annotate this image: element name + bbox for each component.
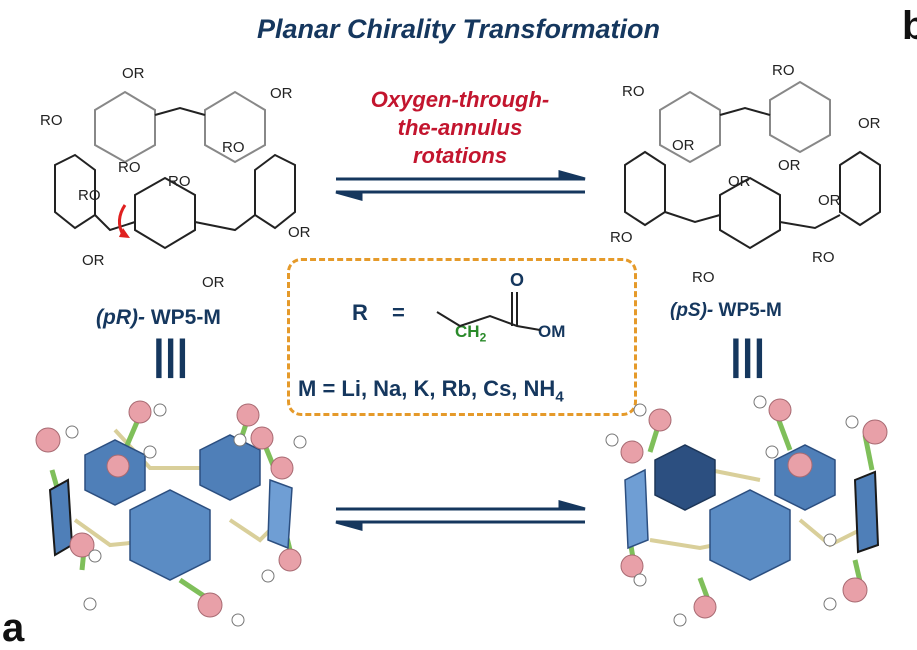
substituent-definition-box	[287, 258, 637, 416]
substituent-skeleton	[436, 292, 541, 331]
isomer-name-left: WP5-M	[150, 306, 221, 329]
process-label-line-2: the-annulus	[397, 115, 523, 140]
svg-text:OR: OR	[672, 137, 695, 154]
process-label-line-3: rotations	[412, 143, 508, 168]
svg-text:OR: OR	[728, 173, 751, 190]
svg-text:RO: RO	[610, 229, 633, 246]
isomer-name-right: WP5-M	[718, 300, 782, 321]
identity-symbol-left: |||	[153, 331, 189, 378]
svg-text:RO: RO	[40, 112, 63, 129]
svg-text:RO: RO	[168, 173, 191, 190]
panel-label-a: a	[2, 606, 25, 650]
svg-text:OR: OR	[858, 115, 881, 132]
svg-text:RO: RO	[622, 83, 645, 100]
positive-charge-icon	[65, 403, 307, 627]
ch2-label: CH2	[455, 322, 487, 345]
isomer-label-left: (pR)- WP5-M	[96, 306, 221, 330]
rotation-arrow-icon	[119, 228, 130, 238]
equilibrium-arrow	[335, 170, 586, 201]
molecule-left	[54, 90, 296, 250]
om-label: OM	[538, 322, 566, 341]
svg-text:OR: OR	[122, 65, 145, 82]
positive-charge-icon-right	[605, 395, 859, 627]
metal-list: M = Li, Na, K, Rb, Cs, NH4	[298, 376, 564, 406]
model-3d-left	[35, 400, 307, 627]
molecule-right	[624, 80, 881, 250]
molecule-left-labels: OR OR RO RO RO RO RO OR OR OR	[40, 65, 311, 291]
svg-text:OR: OR	[202, 274, 225, 291]
svg-text:OR: OR	[778, 157, 801, 174]
svg-text:RO: RO	[772, 62, 795, 79]
svg-text:RO: RO	[692, 269, 715, 286]
identity-symbol-right: |||	[730, 331, 766, 378]
svg-text:RO: RO	[118, 159, 141, 176]
isomer-label-right: (pS)- WP5-M	[670, 300, 782, 322]
panel-label-b: b	[902, 4, 917, 48]
process-label-line-1: Oxygen-through-	[370, 87, 550, 112]
svg-text:RO: RO	[222, 139, 245, 156]
svg-text:OR: OR	[270, 85, 293, 102]
model-3d-right	[605, 395, 888, 627]
carbonyl-oxygen-label: O	[510, 270, 525, 290]
molecule-right-labels: RO RO OR OR OR OR OR RO RO RO	[610, 62, 881, 286]
page-title: Planar Chirality Transformation	[256, 14, 661, 44]
svg-text:RO: RO	[78, 187, 101, 204]
isomer-prefix-right: (pS)-	[670, 300, 714, 321]
svg-text:RO: RO	[812, 249, 835, 266]
equilibrium-arrow-bottom	[335, 500, 586, 531]
svg-text:OR: OR	[288, 224, 311, 241]
r-label: R	[352, 300, 368, 325]
equals-sign: =	[392, 300, 405, 325]
svg-text:OR: OR	[818, 192, 841, 209]
svg-text:OR: OR	[82, 252, 105, 269]
isomer-prefix-left: (pR)-	[96, 306, 145, 329]
